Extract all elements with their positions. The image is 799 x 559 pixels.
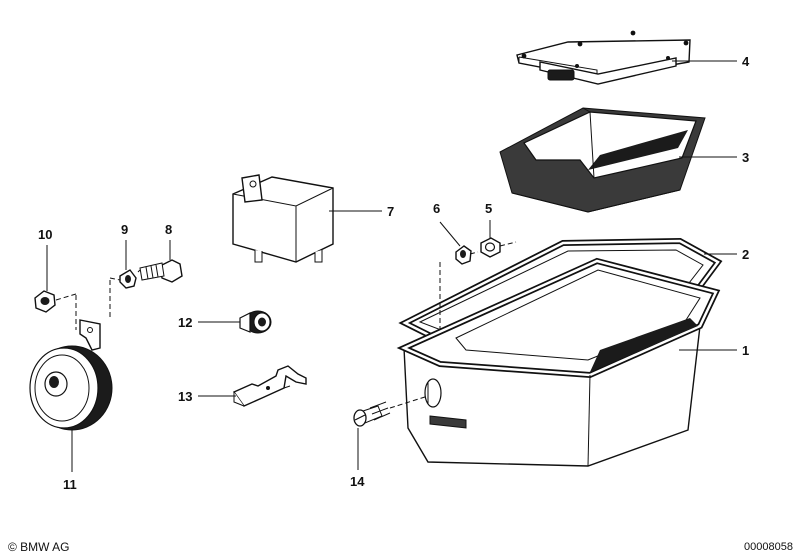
label-part-12: 12 [178, 315, 192, 330]
document-number: 00008058 [744, 541, 793, 553]
axis-10 [55, 293, 77, 301]
label-part-8: 8 [165, 222, 172, 237]
part-6-washer [455, 245, 472, 265]
label-part-10: 10 [38, 227, 52, 242]
part-3-tray [499, 107, 706, 213]
part-8-bolt [139, 259, 183, 283]
label-part-7: 7 [387, 204, 394, 219]
label-part-11: 11 [63, 477, 77, 492]
axis-5-6 [439, 241, 517, 330]
label-part-14: 14 [350, 474, 365, 489]
label-part-1: 1 [742, 343, 749, 358]
copyright-text: © BMW AG [8, 540, 70, 554]
axis-14 [389, 395, 429, 409]
part-13-clip [232, 365, 307, 407]
axis-11 [75, 280, 111, 330]
label-part-5: 5 [485, 201, 492, 216]
label-part-6: 6 [433, 201, 440, 216]
part-10-nut [34, 290, 56, 313]
label-part-2: 2 [742, 247, 749, 262]
part-4-cover [516, 30, 691, 85]
label-part-13: 13 [178, 389, 192, 404]
part-5-nut [480, 237, 501, 258]
part-1-housing [396, 257, 721, 467]
axis-8-9 [109, 269, 141, 281]
label-part-4: 4 [742, 54, 750, 69]
part-14-screw [353, 401, 391, 427]
part-9-washer [119, 269, 137, 289]
part-11-horn [29, 319, 113, 431]
leader-6 [439, 221, 461, 247]
part-7-relay [232, 174, 334, 263]
label-part-9: 9 [121, 222, 128, 237]
part-12-grommet [239, 310, 272, 334]
label-part-3: 3 [742, 150, 749, 165]
